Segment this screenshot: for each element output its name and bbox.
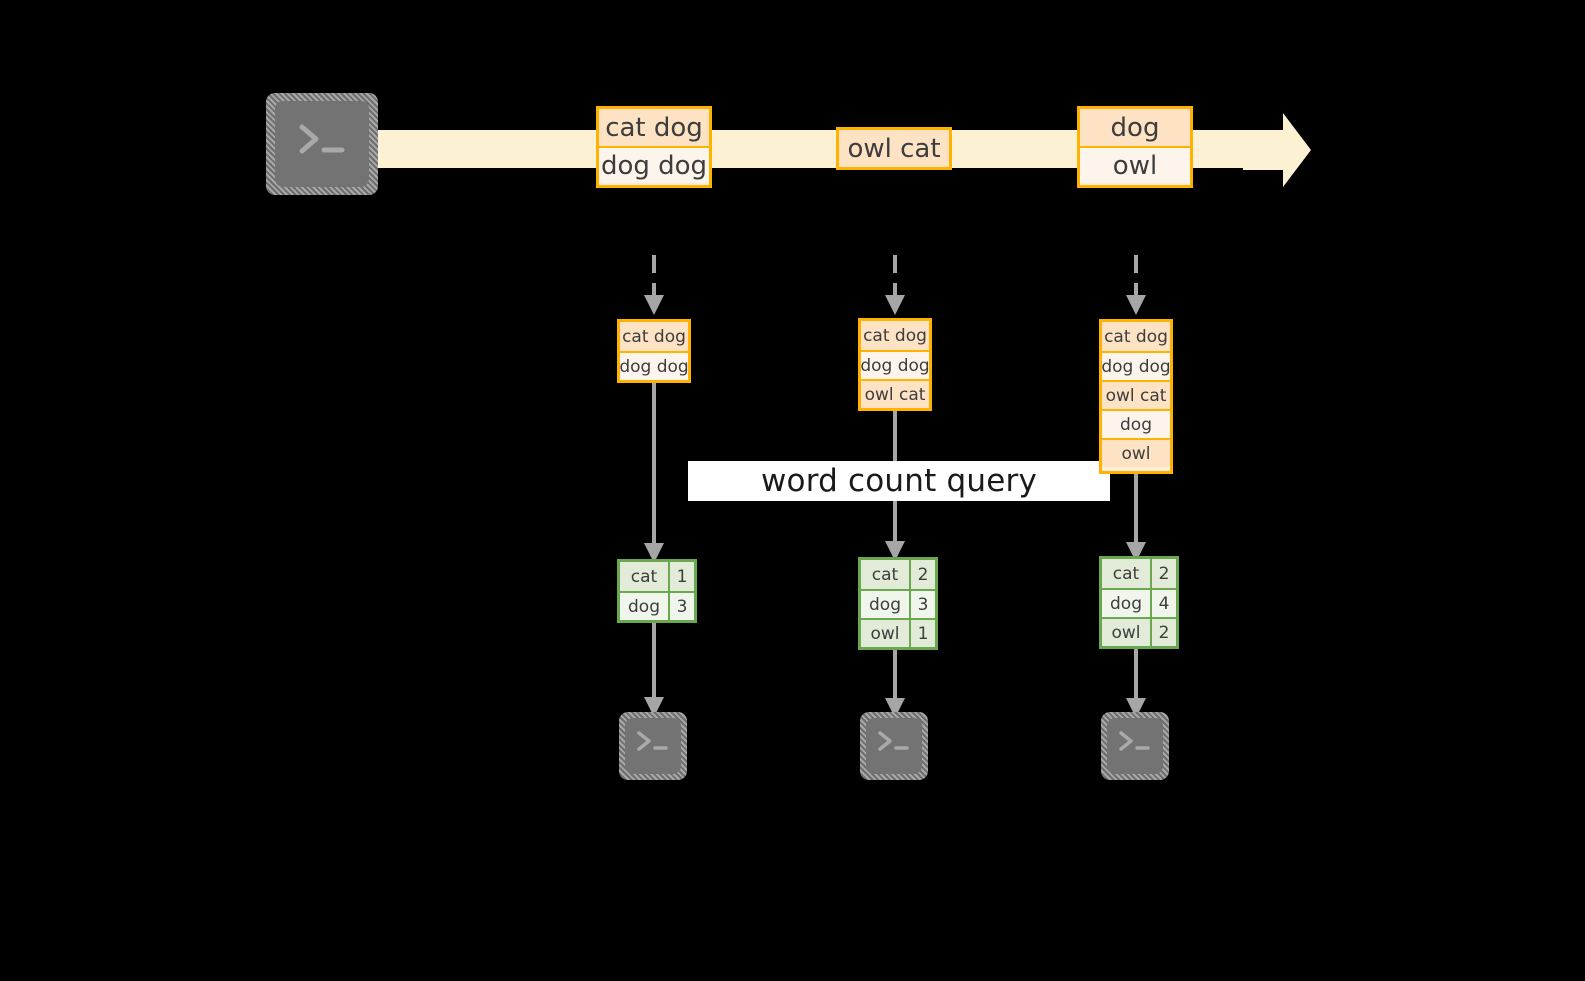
column-1-result-table: cat 1 dog 3 — [617, 559, 697, 623]
snapshot-cell: cat dog — [620, 322, 688, 351]
result-value: 4 — [1150, 590, 1176, 617]
column-2-ingest-arrow-icon — [885, 255, 905, 315]
result-row: owl 1 — [861, 618, 935, 647]
stream-event-group-1: cat dog dog dog — [596, 106, 712, 188]
column-2-snapshot: cat dog dog dog owl cat — [858, 318, 932, 411]
query-banner: word count query — [688, 461, 1110, 501]
result-row: cat 1 — [620, 562, 694, 591]
stream-event-cell: cat dog — [599, 109, 709, 146]
result-key: dog — [1102, 590, 1150, 617]
stream-event-group-3: dog owl — [1077, 106, 1193, 188]
source-terminal-icon — [266, 93, 378, 195]
column-1-ingest-arrow-icon — [644, 255, 664, 315]
result-row: dog 4 — [1102, 588, 1176, 617]
result-row: dog 3 — [861, 589, 935, 618]
snapshot-cell: cat dog — [1102, 322, 1170, 351]
snapshot-cell: dog dog — [620, 351, 688, 380]
result-key: cat — [620, 562, 668, 591]
result-value: 2 — [1150, 559, 1176, 588]
result-row: cat 2 — [1102, 559, 1176, 588]
stream-event-cell: owl cat — [839, 130, 949, 167]
column-2-sink-terminal-icon — [860, 712, 928, 780]
result-value: 3 — [668, 593, 694, 620]
result-key: dog — [620, 593, 668, 620]
stream-event-cell: dog — [1080, 109, 1190, 146]
column-1-query-arrow-icon — [644, 383, 664, 563]
snapshot-cell: dog dog — [861, 350, 929, 379]
column-1-sink-arrow-icon — [644, 623, 664, 717]
result-value: 1 — [909, 620, 935, 647]
result-value: 1 — [668, 562, 694, 591]
result-value: 3 — [909, 591, 935, 618]
snapshot-cell: dog — [1102, 409, 1170, 438]
column-3-sink-terminal-icon — [1101, 712, 1169, 780]
query-label: word count query — [760, 463, 1038, 499]
snapshot-cell: cat dog — [861, 321, 929, 350]
column-3-snapshot: cat dog dog dog owl cat dog owl — [1099, 319, 1173, 474]
result-value: 2 — [1150, 619, 1176, 646]
result-row: dog 3 — [620, 591, 694, 620]
snapshot-cell: owl cat — [1102, 380, 1170, 409]
result-key: dog — [861, 591, 909, 618]
stream-event-cell: dog dog — [599, 146, 709, 183]
stream-arrow-head-icon — [1243, 113, 1311, 187]
result-key: cat — [1102, 559, 1150, 588]
result-value: 2 — [909, 560, 935, 589]
column-2-sink-arrow-icon — [885, 650, 905, 718]
column-3-ingest-arrow-icon — [1126, 255, 1146, 315]
result-key: owl — [861, 620, 909, 647]
column-1-snapshot: cat dog dog dog — [617, 319, 691, 383]
column-3-query-arrow-icon — [1126, 474, 1146, 562]
result-row: cat 2 — [861, 560, 935, 589]
result-row: owl 2 — [1102, 617, 1176, 646]
snapshot-cell: owl cat — [861, 379, 929, 408]
stream-event-group-2: owl cat — [836, 127, 952, 170]
stream-event-cell: owl — [1080, 146, 1190, 183]
column-1-sink-terminal-icon — [619, 712, 687, 780]
column-2-result-table: cat 2 dog 3 owl 1 — [858, 557, 938, 650]
snapshot-cell: owl — [1102, 438, 1170, 467]
result-key: cat — [861, 560, 909, 589]
snapshot-cell: dog dog — [1102, 351, 1170, 380]
result-key: owl — [1102, 619, 1150, 646]
column-3-sink-arrow-icon — [1126, 649, 1146, 718]
column-3-result-table: cat 2 dog 4 owl 2 — [1099, 556, 1179, 649]
